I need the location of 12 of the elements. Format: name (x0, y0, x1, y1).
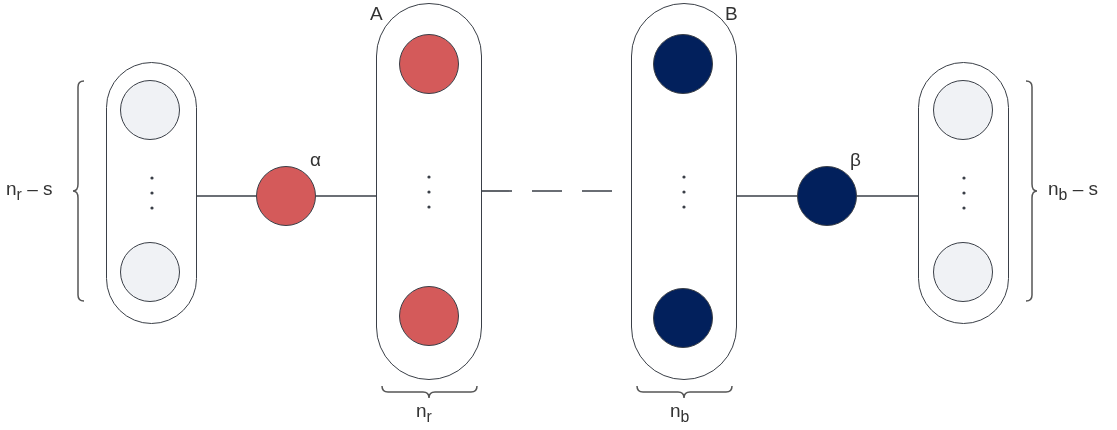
node-label: β (850, 150, 861, 170)
math-label: n$_{r}$ (416, 400, 432, 427)
connector-line (736, 195, 798, 197)
math-label: n$_{b}$ (670, 400, 690, 427)
math-label: n$_{r}$ – s (6, 178, 53, 205)
math-label: n$_{b}$ – s (1048, 178, 1098, 205)
node-label: α (310, 150, 321, 170)
node-label: A (370, 4, 383, 24)
node-label: B (725, 4, 738, 24)
connector-line (196, 195, 257, 197)
connector-line (856, 195, 919, 197)
connector-line (315, 195, 377, 197)
